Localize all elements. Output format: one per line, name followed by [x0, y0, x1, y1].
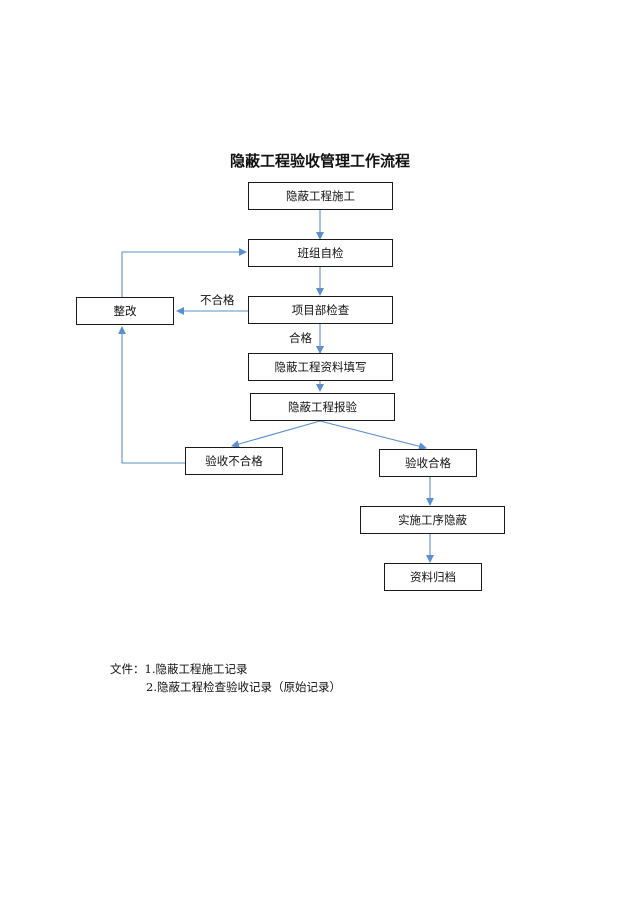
- node-conceal-next-step: 实施工序隐蔽: [360, 506, 505, 534]
- node-construction: 隐蔽工程施工: [248, 182, 393, 210]
- arrow-fail-to-rectify: [118, 326, 185, 464]
- node-project-check: 项目部检查: [248, 296, 393, 324]
- node-report-inspection: 隐蔽工程报验: [250, 393, 395, 421]
- edge-label-pass: 合格: [289, 331, 312, 345]
- node-fill-documents: 隐蔽工程资料填写: [248, 353, 393, 381]
- node-rectify: 整改: [76, 297, 174, 325]
- arrow-report-to-pass: [319, 420, 427, 451]
- notes-item-2: 2.隐蔽工程检查验收记录（原始记录）: [146, 680, 341, 694]
- notes-prefix: 文件：: [110, 662, 145, 676]
- node-team-self-check: 班组自检: [248, 239, 393, 267]
- arrow-report-to-fail: [231, 420, 321, 448]
- attached-documents: 文件：1.隐蔽工程施工记录 2.隐蔽工程检查验收记录（原始记录）: [110, 660, 341, 696]
- notes-item-1: 1.隐蔽工程施工记录: [144, 662, 248, 676]
- node-archive: 资料归档: [384, 563, 482, 591]
- arrow-rectify-to-selfcheck: [121, 248, 247, 297]
- edge-label-fail: 不合格: [200, 293, 235, 307]
- node-inspection-pass: 验收合格: [379, 449, 477, 477]
- page-title: 隐蔽工程验收管理工作流程: [229, 152, 410, 170]
- node-inspection-fail: 验收不合格: [185, 447, 283, 475]
